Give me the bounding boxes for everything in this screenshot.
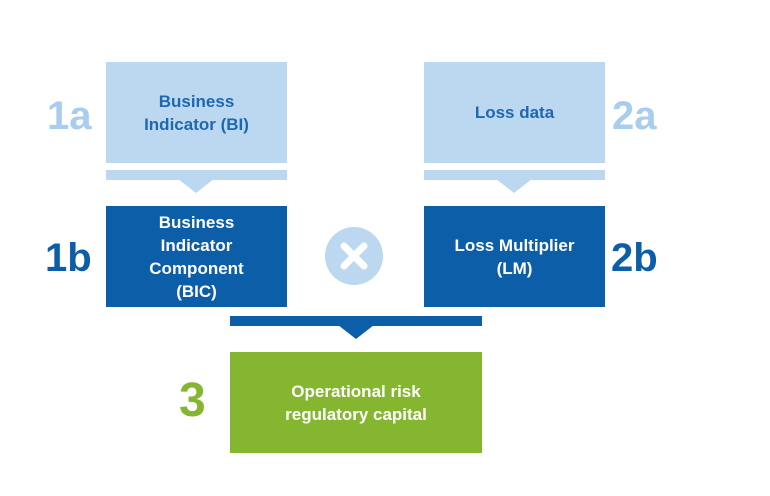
loss-data-box: Loss data	[424, 62, 605, 163]
step-label-3: 3	[179, 374, 206, 427]
arrow-down-icon	[338, 325, 374, 339]
regulatory-capital-box: Operational risk regulatory capital	[230, 352, 482, 453]
step-label-1a: 1a	[47, 94, 92, 138]
loss-data-label: Loss data	[474, 103, 555, 122]
connector-bar-left	[106, 170, 287, 180]
loss-multiplier-box: Loss Multiplier (LM)	[424, 206, 605, 307]
loss-multiplier-label: Loss Multiplier (LM)	[454, 235, 575, 278]
step-label-2b: 2b	[611, 236, 658, 280]
business-indicator-label: Business Indicator (BI)	[144, 91, 249, 134]
regulatory-capital-label: Operational risk regulatory capital	[285, 381, 427, 424]
business-indicator-box: Business Indicator (BI)	[106, 62, 287, 163]
step-label-2a: 2a	[612, 94, 657, 138]
bic-label: Business Indicator Component (BIC)	[149, 212, 244, 301]
arrow-down-icon	[496, 179, 532, 193]
step-label-1b: 1b	[45, 236, 92, 280]
connector-bar-bottom	[230, 316, 482, 326]
connector-bar-right	[424, 170, 605, 180]
multiply-icon	[325, 227, 383, 285]
bic-box: Business Indicator Component (BIC)	[106, 206, 287, 307]
arrow-down-icon	[178, 179, 214, 193]
